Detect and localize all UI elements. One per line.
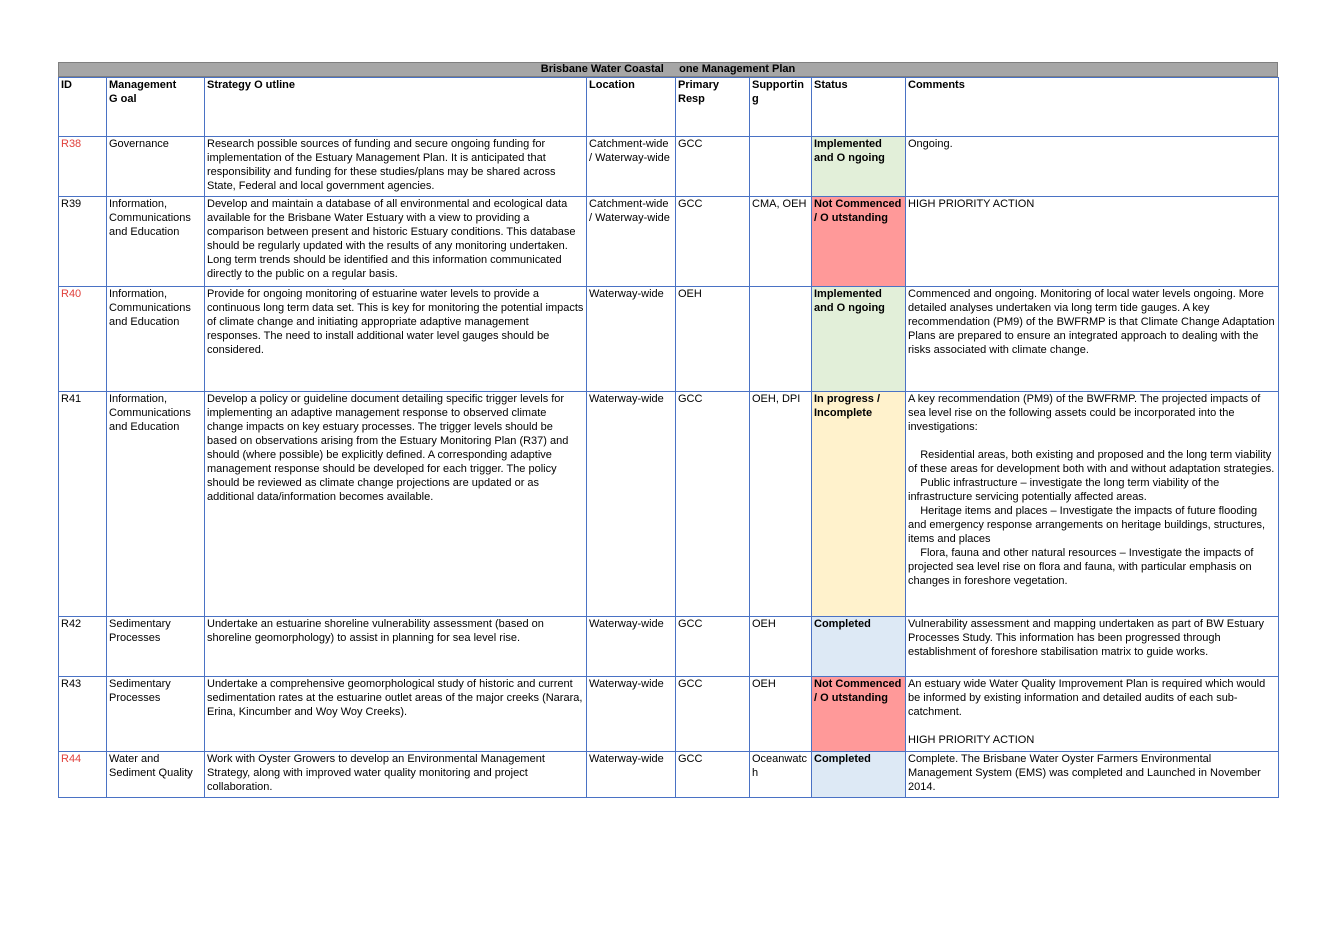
- row-strategy: Research possible sources of funding and…: [204, 136, 587, 197]
- row-supporting: [749, 136, 812, 197]
- row-strategy: Develop a policy or guideline document d…: [204, 391, 587, 617]
- row-status: Implemented and O ngoing: [811, 286, 906, 392]
- row-goal: Sedimentary Processes: [106, 676, 205, 752]
- row-location: Catchment-wide / Waterway-wide: [586, 196, 676, 287]
- row-id: R40: [58, 286, 107, 392]
- col-header-strategy: Strategy O utline: [204, 77, 587, 137]
- col-header-primary: Primary Resp: [675, 77, 750, 137]
- row-id: R44: [58, 751, 107, 798]
- row-supporting: OEH: [749, 676, 812, 752]
- row-primary: GCC: [675, 751, 750, 798]
- row-comments: HIGH PRIORITY ACTION: [905, 196, 1279, 287]
- row-id: R38: [58, 136, 107, 197]
- row-location: Waterway-wide: [586, 391, 676, 617]
- row-goal: Governance: [106, 136, 205, 197]
- col-header-id: ID: [58, 77, 107, 137]
- row-location: Waterway-wide: [586, 751, 676, 798]
- row-primary: GCC: [675, 391, 750, 617]
- row-status: Completed: [811, 751, 906, 798]
- row-location: Waterway-wide: [586, 286, 676, 392]
- row-strategy: Undertake an estuarine shoreline vulnera…: [204, 616, 587, 677]
- row-strategy: Work with Oyster Growers to develop an E…: [204, 751, 587, 798]
- row-primary: GCC: [675, 196, 750, 287]
- row-comments: Vulnerability assessment and mapping und…: [905, 616, 1279, 677]
- row-strategy: Develop and maintain a database of all e…: [204, 196, 587, 287]
- row-goal: Information, Communications and Educatio…: [106, 196, 205, 287]
- row-goal: Water and Sediment Quality: [106, 751, 205, 798]
- row-comments: Commenced and ongoing. Monitoring of loc…: [905, 286, 1279, 392]
- row-primary: GCC: [675, 616, 750, 677]
- row-status: Implemented and O ngoing: [811, 136, 906, 197]
- header-row: ID Management G oal Strategy O utline Lo…: [58, 77, 1279, 137]
- col-header-comments: Comments: [905, 77, 1279, 137]
- row-status: Not Commenced / O utstanding: [811, 676, 906, 752]
- row-id: R41: [58, 391, 107, 617]
- strategy-table: ID Management G oal Strategy O utline Lo…: [58, 77, 1279, 798]
- row-strategy: Undertake a comprehensive geomorphologic…: [204, 676, 587, 752]
- row-location: Catchment-wide / Waterway-wide: [586, 136, 676, 197]
- col-header-location: Location: [586, 77, 676, 137]
- row-primary: GCC: [675, 676, 750, 752]
- row-primary: GCC: [675, 136, 750, 197]
- row-status: Completed: [811, 616, 906, 677]
- row-status: In progress / Incomplete: [811, 391, 906, 617]
- row-primary: OEH: [675, 286, 750, 392]
- row-supporting: CMA, OEH: [749, 196, 812, 287]
- row-status: Not Commenced / O utstanding: [811, 196, 906, 287]
- plan-title: Brisbane Water Coastal one Management Pl…: [58, 62, 1278, 77]
- row-location: Waterway-wide: [586, 616, 676, 677]
- row-id: R43: [58, 676, 107, 752]
- row-goal: Sedimentary Processes: [106, 616, 205, 677]
- row-id: R39: [58, 196, 107, 287]
- row-strategy: Provide for ongoing monitoring of estuar…: [204, 286, 587, 392]
- col-header-goal: Management G oal: [106, 77, 205, 137]
- row-id: R42: [58, 616, 107, 677]
- row-supporting: [749, 286, 812, 392]
- row-comments: A key recommendation (PM9) of the BWFRMP…: [905, 391, 1279, 617]
- row-supporting: Oceanwatc h: [749, 751, 812, 798]
- row-supporting: OEH, DPI: [749, 391, 812, 617]
- management-plan-sheet: Brisbane Water Coastal one Management Pl…: [58, 62, 1279, 798]
- row-comments: An estuary wide Water Quality Improvemen…: [905, 676, 1279, 752]
- col-header-status: Status: [811, 77, 906, 137]
- row-goal: Information, Communications and Educatio…: [106, 391, 205, 617]
- col-header-supporting: Supportin g: [749, 77, 812, 137]
- row-goal: Information, Communications and Educatio…: [106, 286, 205, 392]
- row-comments: Complete. The Brisbane Water Oyster Farm…: [905, 751, 1279, 798]
- row-location: Waterway-wide: [586, 676, 676, 752]
- row-comments: Ongoing.: [905, 136, 1279, 197]
- row-supporting: OEH: [749, 616, 812, 677]
